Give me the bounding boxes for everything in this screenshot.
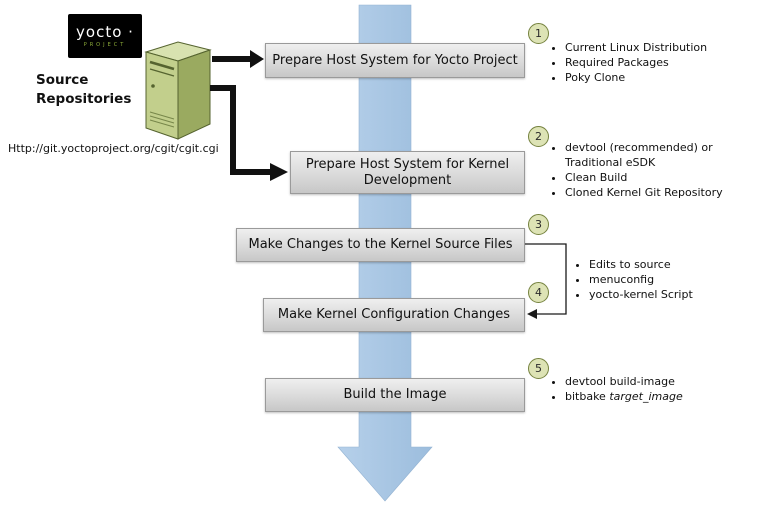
source-repositories-label: Source Repositories (36, 72, 132, 107)
step-box-prepare-host-yocto: Prepare Host System for Yocto Project (265, 43, 525, 78)
bracket-step4-arrowhead (527, 309, 537, 319)
yocto-logo: yocto · PROJECT (68, 14, 142, 58)
step-number-3: 3 (528, 214, 549, 235)
step-number-2: 2 (528, 126, 549, 147)
step5-bullet-list: devtool build-image bitbake target_image (552, 374, 765, 404)
yocto-logo-text: yocto · (76, 23, 134, 41)
step-box-label: Build the Image (343, 387, 447, 402)
step-box-label: Prepare Host System for Yocto Project (272, 52, 518, 68)
bracket-step3-step4-line (525, 243, 567, 315)
step-number-1: 1 (528, 23, 549, 44)
bullet-item: Required Packages (565, 55, 755, 70)
step-box-label: Make Kernel Configuration Changes (277, 307, 511, 322)
step-box-label: Prepare Host System for Kernel Developme… (305, 156, 510, 188)
bullet-text: bitbake (565, 390, 610, 403)
step-box-label: Make Changes to the Kernel Source Files (248, 237, 513, 252)
arrow-server-to-step2-line (210, 85, 271, 175)
bullet-item: Edits to source (589, 257, 754, 272)
bullet-item: devtool build-image (565, 374, 765, 389)
arrow-server-to-step2-head (270, 163, 288, 181)
step2-bullet-list: devtool (recommended) or Traditional eSD… (552, 140, 751, 200)
server-tower-icon (144, 41, 212, 140)
bullet-item: Clean Build (565, 170, 751, 185)
step3-4-shared-bullet-list: Edits to source menuconfig yocto-kernel … (576, 257, 754, 302)
bullet-item: Current Linux Distribution (565, 40, 755, 55)
source-repo-url: Http://git.yoctoproject.org/cgit/cgit.cg… (8, 142, 219, 155)
bullet-item: menuconfig (589, 272, 754, 287)
arrow-server-to-step1 (212, 50, 264, 68)
step1-bullet-list: Current Linux Distribution Required Pack… (552, 40, 755, 85)
step-number-5: 5 (528, 358, 549, 379)
bullet-item: devtool (recommended) or Traditional eSD… (565, 140, 751, 170)
bullet-item: Cloned Kernel Git Repository (565, 185, 751, 200)
bullet-item: bitbake target_image (565, 389, 765, 404)
step-box-make-source-changes: Make Changes to the Kernel Source Files (236, 228, 525, 262)
step-box-build-image: Build the Image (265, 378, 525, 412)
step-box-kernel-config-changes: Make Kernel Configuration Changes (263, 298, 525, 332)
yocto-logo-subtext: PROJECT (83, 42, 127, 48)
step-box-prepare-host-kernel: Prepare Host System for Kernel Developme… (290, 151, 525, 194)
bullet-item: Poky Clone (565, 70, 755, 85)
step-number-4: 4 (528, 282, 549, 303)
bullet-item: yocto-kernel Script (589, 287, 754, 302)
bullet-text-italic: target_image (609, 390, 683, 403)
